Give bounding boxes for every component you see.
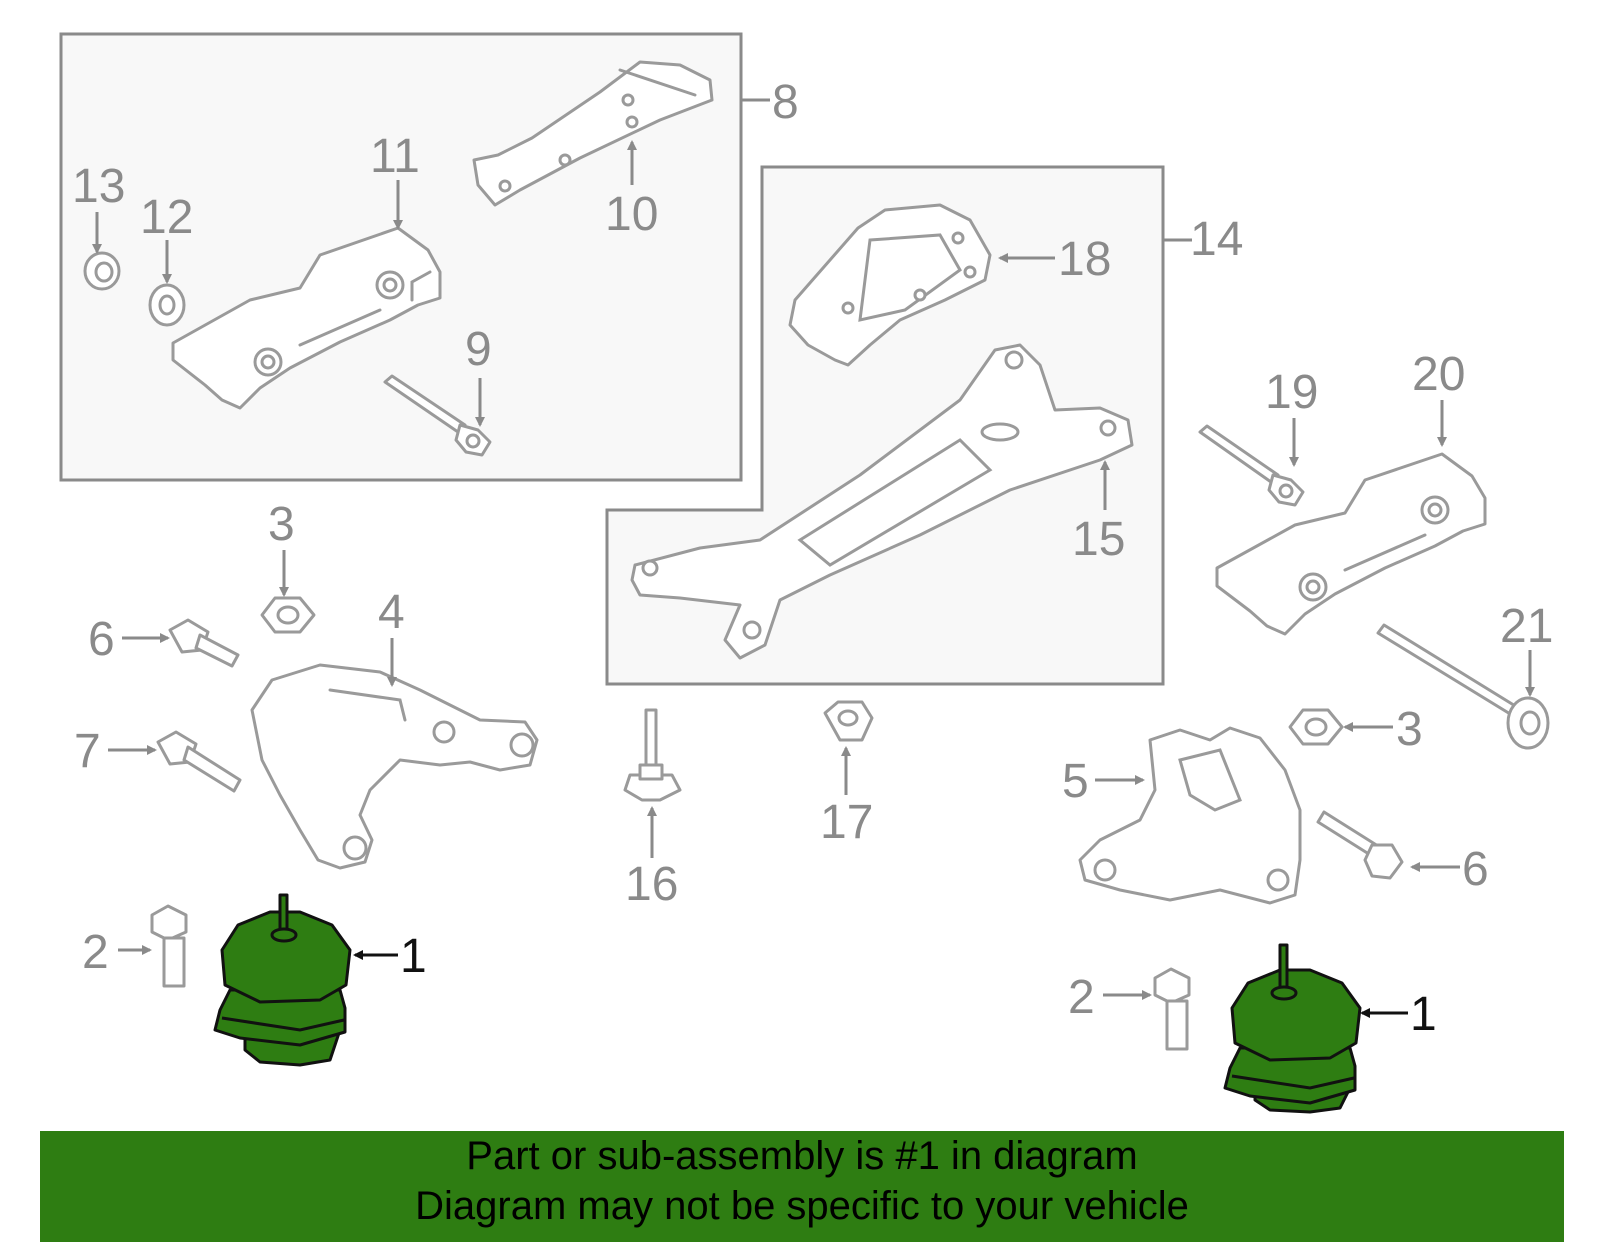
callout-3-right: 3: [1396, 703, 1423, 756]
part-bolt-6-right[interactable]: [1316, 810, 1404, 880]
banner-line-1: Part or sub-assembly is #1 in diagram: [466, 1134, 1138, 1178]
callout-9: 9: [465, 323, 492, 376]
callout-17: 17: [820, 796, 873, 849]
part-bolt-19[interactable]: [1198, 424, 1305, 507]
callout-18: 18: [1058, 233, 1111, 286]
part-crossmember-15[interactable]: [630, 343, 1134, 660]
callout-3-left: 3: [268, 498, 295, 551]
part-stud-16[interactable]: [623, 708, 682, 802]
part-engine-mount-1-right[interactable]: [1223, 943, 1362, 1114]
part-bracket-5[interactable]: [1078, 726, 1302, 905]
callout-21: 21: [1500, 600, 1553, 653]
part-engine-mount-1-left[interactable]: [213, 893, 352, 1067]
callout-2-right: 2: [1068, 971, 1095, 1024]
part-mount-arm-20[interactable]: [1215, 452, 1487, 636]
banner-line-2: Diagram may not be specific to your vehi…: [415, 1184, 1189, 1228]
callout-19: 19: [1265, 366, 1318, 419]
callout-4: 4: [378, 586, 405, 639]
part-bolt-6-left[interactable]: [168, 618, 240, 668]
part-nut-3-left[interactable]: [260, 596, 316, 634]
callout-2-left: 2: [82, 926, 109, 979]
part-bolt-2-right[interactable]: [1153, 967, 1191, 1051]
callout-15: 15: [1072, 513, 1125, 566]
callout-1-left: 1: [400, 930, 427, 983]
part-bracket-18[interactable]: [788, 203, 992, 367]
callout-14: 14: [1190, 213, 1243, 266]
part-bracket-10[interactable]: [472, 60, 714, 207]
part-nut-3-right[interactable]: [1288, 708, 1344, 746]
callout-20: 20: [1412, 348, 1465, 401]
callout-16: 16: [625, 858, 678, 911]
callout-11: 11: [370, 130, 420, 183]
part-nut-13[interactable]: [83, 251, 121, 291]
callout-10: 10: [605, 188, 658, 241]
part-mount-arm-11[interactable]: [171, 226, 442, 410]
callout-12: 12: [140, 191, 193, 244]
callout-13: 13: [72, 160, 125, 213]
callout-6-right: 6: [1462, 843, 1489, 896]
info-banner: Part or sub-assembly is #1 in diagram Di…: [40, 1131, 1564, 1242]
part-nut-17[interactable]: [823, 700, 874, 742]
part-washer-12[interactable]: [148, 283, 186, 327]
part-bolt-9[interactable]: [383, 374, 492, 457]
callout-8: 8: [772, 76, 799, 129]
callout-6-left: 6: [88, 613, 115, 666]
callout-7: 7: [74, 725, 101, 778]
part-bolt-21[interactable]: [1376, 623, 1550, 750]
part-bolt-7[interactable]: [156, 730, 242, 793]
callout-1-right: 1: [1410, 988, 1437, 1041]
callout-5: 5: [1062, 755, 1089, 808]
part-arm-4[interactable]: [250, 663, 539, 870]
part-bolt-2-left[interactable]: [150, 904, 188, 988]
